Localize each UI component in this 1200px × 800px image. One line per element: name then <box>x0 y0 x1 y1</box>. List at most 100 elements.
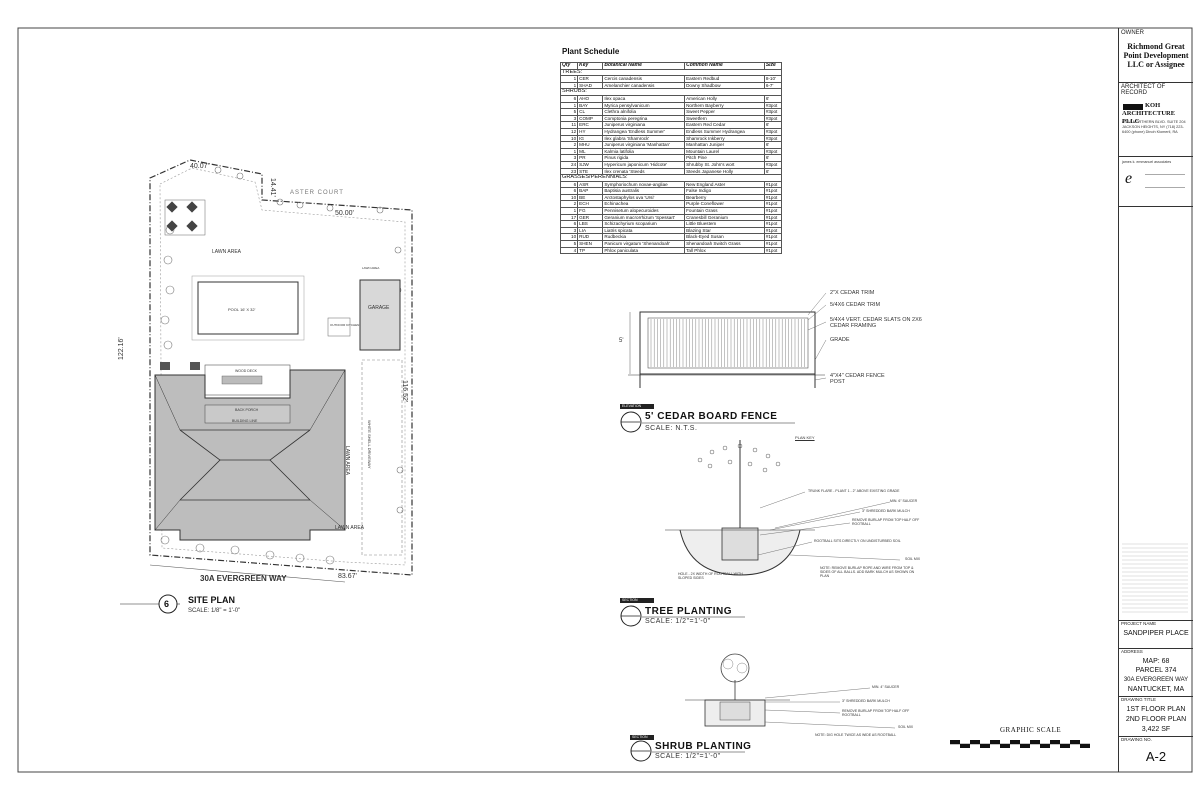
shrub-note-2: 3" SHREDDED BARK MULCH <box>842 699 890 703</box>
shrub-tag: SECTION <box>632 735 648 739</box>
cell-common: New England Aster <box>684 180 765 189</box>
fence-note-3: 5/4X4 VERT. CEDAR SLATS ON 2X6 CEDAR FRA… <box>830 317 922 329</box>
cell-key: GER <box>577 213 604 222</box>
cell-common: Shamrock Inkberry <box>684 134 765 143</box>
shrub-note-1: MIN. 4" SAUCER <box>872 685 900 689</box>
cell-size: #3pot <box>763 134 783 143</box>
driveway-label: WHITE SHELL DRIVEWAY <box>367 420 372 469</box>
site-plan <box>120 159 413 614</box>
dim-right: 116.52' <box>401 380 408 403</box>
site-plan-scale: SCALE: 1/8" = 1'-0" <box>188 608 241 614</box>
cell-botanical: Comptonia peregrina <box>602 114 686 123</box>
cell-size: 6' <box>763 141 783 149</box>
scale-segment <box>950 740 960 744</box>
cell-key: CL <box>577 108 604 116</box>
cell-botanical: Arctostaphylos uva 'Ursi' <box>602 193 686 202</box>
house-footprint <box>154 369 346 541</box>
outdoor-kitchen-label: OUTDOOR KITCHEN <box>330 323 360 327</box>
drawing-title-1: 1ST FLOOR PLAN <box>1126 706 1186 713</box>
dim-short: 14.41' <box>269 178 276 197</box>
firm-name: KOH ARCHITECTURE PLLC <box>1122 102 1176 125</box>
cell-qty: 5 <box>559 240 579 248</box>
cell-botanical: Kalmia latifolia <box>602 147 686 156</box>
cell-size: #1pot <box>763 213 783 222</box>
cell-size: 6' <box>763 94 783 103</box>
col-size: Size <box>763 62 783 70</box>
cell-qty: 23 <box>559 167 579 176</box>
cell-common: Shenandoah Switch Grass <box>684 240 765 248</box>
owner-name: Richmond Great Point Development LLC or … <box>1123 42 1189 69</box>
cell-common: Sweetfern <box>684 114 765 123</box>
cell-size: #1pot <box>763 226 783 235</box>
cell-size: #1pot <box>763 207 783 215</box>
cell-common: Downy Shadbow <box>684 81 765 90</box>
schedule-title: Plant Schedule <box>562 47 620 56</box>
cell-botanical: Symphoriochum novae-angliae <box>602 180 686 189</box>
cell-common: Manhattan Juniper <box>684 141 765 149</box>
dim-top: 50.00' <box>335 210 354 217</box>
cell-size: #1pot <box>763 233 783 242</box>
drawing-title-2: 2ND FLOOR PLAN <box>1125 716 1187 723</box>
title-block: OWNER Richmond Great Point Development L… <box>1118 28 1193 772</box>
cell-key: ML <box>577 147 604 156</box>
cell-key: STE <box>577 167 604 176</box>
garage <box>359 279 401 351</box>
col-qty: Qty <box>559 62 579 70</box>
cell-common: Northern Bayberry <box>684 101 765 110</box>
cell-botanical: Juniperus virginiana 'Manhattan' <box>602 141 686 149</box>
cell-common: Endless Summer Hydrangea <box>684 127 765 136</box>
fence-tag: ELEVATION <box>622 404 642 408</box>
cell-size: 6' <box>763 121 783 129</box>
cell-key: BAY <box>577 101 604 110</box>
cell-botanical: Pinus rigida <box>602 154 686 162</box>
fence-title: 5' CEDAR BOARD FENCE <box>645 411 778 422</box>
cell-common: Mountain Laurel <box>684 147 765 156</box>
cell-botanical: Cercis canadensis <box>602 75 686 83</box>
small-lawn-label: LAWN AREA <box>362 266 380 270</box>
cell-qty: 10 <box>559 134 579 143</box>
plan-key-label: PLAN KEY <box>795 435 815 440</box>
address-line-4: NANTUCKET, MA <box>1127 686 1185 693</box>
firm-logo-bar <box>1123 104 1143 110</box>
cell-qty: 6 <box>559 94 579 103</box>
tree-drawing <box>620 440 901 627</box>
scale-segment <box>1060 744 1070 748</box>
address-line-3: 30A EVERGREEN WAY <box>1123 677 1189 683</box>
cell-common: Bearberry <box>684 193 765 202</box>
cell-common: Steeds Japanese Holly <box>684 167 765 176</box>
dim-left: 122.16' <box>118 337 125 360</box>
drawing-title-header: DRAWING TITLE <box>1121 697 1157 702</box>
cell-common: American Holly <box>684 94 765 103</box>
cell-key: TP <box>577 246 604 255</box>
shrub-scale: SCALE: 1/2"=1'-0" <box>655 753 721 760</box>
cell-common: Purple Coneflower <box>684 200 765 209</box>
cell-size: #1pot <box>763 180 783 189</box>
fence-note-5: 4"X4" CEDAR FENCE POST <box>830 373 885 385</box>
cell-common: Eastern Redbud <box>684 75 765 83</box>
cell-common: Cranesbill Geranium <box>684 213 765 222</box>
tree-tag: SECTION <box>622 598 638 602</box>
cell-size: #1pot <box>763 240 783 248</box>
schedule-group-label: SHRUBS: <box>560 88 782 96</box>
lawn-area-2: LAWN AREA <box>344 446 350 475</box>
scale-segment <box>1050 740 1060 744</box>
cell-key: HY <box>577 127 604 136</box>
cell-key: MHU <box>577 141 604 149</box>
cell-qty: 3 <box>559 226 579 235</box>
tree-note-6: SOIL MIX <box>905 557 921 561</box>
col-botanical: Botanical Name <box>602 62 686 70</box>
cell-qty: 2 <box>559 200 579 209</box>
pool <box>197 281 299 335</box>
cell-botanical: Pennisetum alopecuroides <box>602 207 686 215</box>
